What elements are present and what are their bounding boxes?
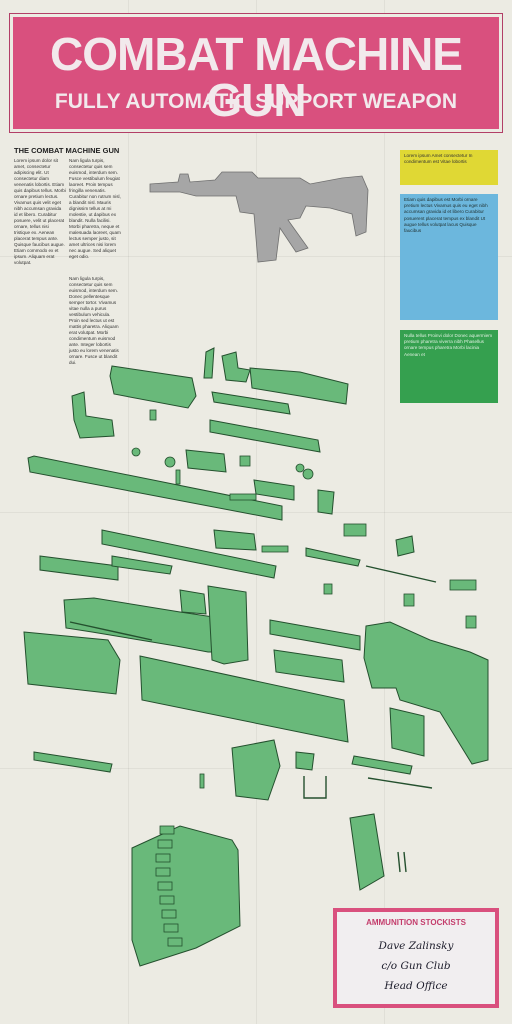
part-ring xyxy=(131,447,141,457)
part-pin xyxy=(323,583,333,595)
part-small-rod xyxy=(33,751,113,773)
part-pin xyxy=(343,523,367,537)
stockists-title: AMMUNITION STOCKISTS xyxy=(366,918,466,927)
part-pin xyxy=(199,773,205,789)
article-column-2: Nam ligula turpis, consectetur quis sem … xyxy=(69,158,121,259)
part-rail xyxy=(211,391,291,415)
key-yellow-box: Lorem ipsum Amet consectetur In condimen… xyxy=(400,150,498,185)
part-carrier xyxy=(273,649,345,683)
part-pin xyxy=(465,615,477,629)
part-pin xyxy=(261,545,289,553)
part-rail-2 xyxy=(269,619,361,651)
key-green-box: Nulla tellus Proinvi dolor Donec aquermi… xyxy=(400,330,498,403)
part-pin xyxy=(449,579,477,591)
ammo-belt xyxy=(155,825,183,947)
part-spring xyxy=(367,777,433,789)
part-main-receiver xyxy=(139,655,349,743)
gun-silhouette xyxy=(149,171,369,263)
part-ring xyxy=(164,456,176,468)
part-feed-tray xyxy=(249,367,349,405)
part-pin xyxy=(229,493,257,501)
article-column-3: Nam ligula turpis, consectetur quis sem … xyxy=(69,276,119,365)
part-spring xyxy=(69,621,153,641)
fold-line xyxy=(0,256,512,257)
part-bracket xyxy=(253,479,295,501)
part-pin-long xyxy=(403,851,407,873)
part-pin xyxy=(175,469,181,485)
part-pin xyxy=(302,468,314,480)
fold-line xyxy=(384,0,385,1024)
part-pin xyxy=(149,409,157,421)
stockists-box: AMMUNITION STOCKISTS Dave Zalinsky c/o G… xyxy=(333,908,499,1008)
part-wire xyxy=(303,776,327,799)
stockist-office: Head Office xyxy=(384,980,448,992)
part-top-cover xyxy=(109,365,197,409)
article-heading: THE COMBAT MACHINE GUN xyxy=(14,146,120,155)
stockist-club: c/o Gun Club xyxy=(381,960,451,972)
part-pin xyxy=(295,463,305,473)
part-ammo-box xyxy=(131,825,241,967)
part-spring-rod xyxy=(111,555,173,575)
part-trunnion xyxy=(207,585,249,665)
part-pin xyxy=(239,455,251,467)
stockist-name: Dave Zalinsky xyxy=(378,940,454,952)
part-stock-cap xyxy=(389,707,425,757)
part-block xyxy=(185,449,227,473)
part-latch-block xyxy=(179,589,207,615)
part-latch xyxy=(317,489,335,515)
part-op-rod xyxy=(101,529,277,579)
part-cylinder xyxy=(395,535,415,557)
part-barrel xyxy=(27,455,283,521)
article-column-1: Lorem ipsum dolor sit amet, consectetur … xyxy=(14,158,66,265)
part-clip xyxy=(295,751,315,771)
part-rod-long xyxy=(305,547,361,567)
part-magazine-box xyxy=(23,631,121,695)
poster-header: COMBAT MACHINE GUN FULLY AUTOMATIC SUPPO… xyxy=(9,13,503,133)
part-handle xyxy=(231,739,281,801)
part-pistol-grip xyxy=(349,813,385,891)
part-guide xyxy=(209,419,321,453)
part-gas-tube xyxy=(39,555,119,581)
part-rail-3 xyxy=(351,755,413,775)
key-blue-box: Etiam quis dapibus est Morbi ornare pret… xyxy=(400,194,498,320)
poster-subtitle: FULLY AUTOMATIC SUPPORT WEAPON xyxy=(54,90,458,113)
part-pin-long xyxy=(397,851,401,873)
part-rear-sight xyxy=(221,351,251,383)
part-bolt xyxy=(213,529,257,551)
part-spring xyxy=(365,565,437,583)
fold-line xyxy=(128,0,129,1024)
part-trigger-housing xyxy=(363,621,489,765)
poster-title: COMBAT MACHINE GUN xyxy=(50,28,463,126)
part-pin xyxy=(403,593,415,607)
part-lever xyxy=(203,347,215,379)
part-front-sight xyxy=(71,391,115,439)
